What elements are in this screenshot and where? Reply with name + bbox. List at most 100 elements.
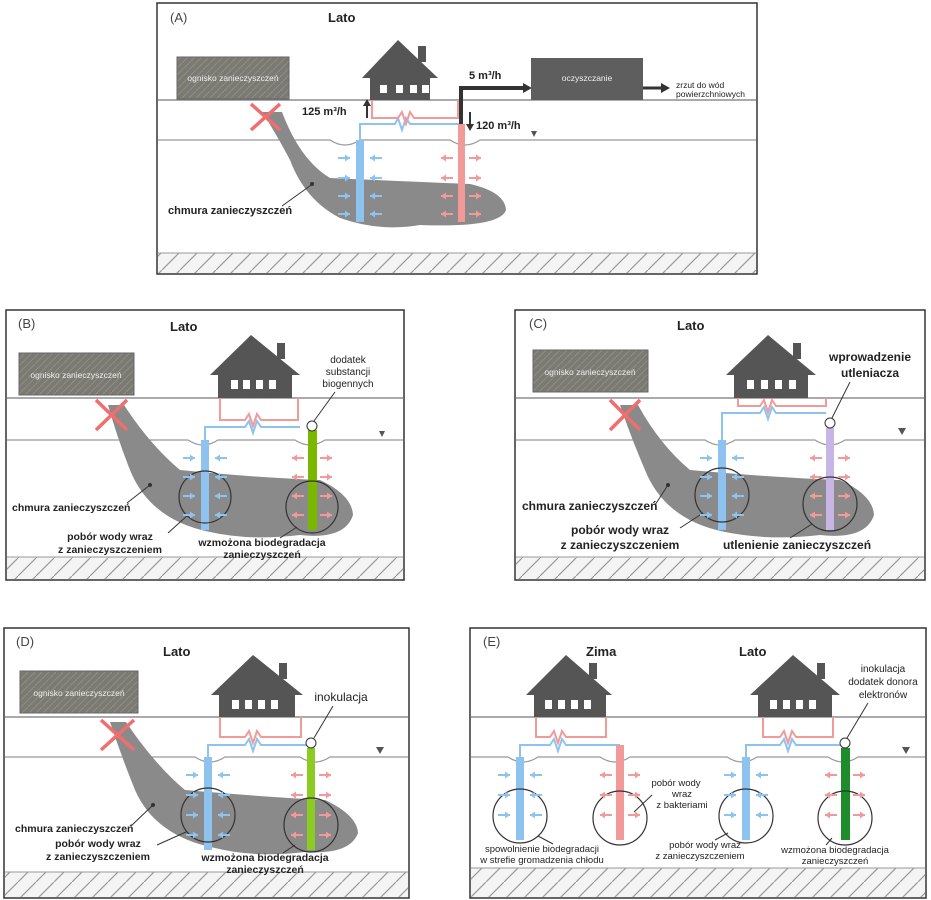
- injection-point: [839, 737, 851, 749]
- flow-arrow-head: [190, 511, 195, 519]
- house-icon: [526, 655, 612, 717]
- effect-line1: wzmożona biodegradacja: [197, 537, 325, 549]
- flow-arrow-head: [756, 791, 761, 799]
- intake-line2: z zanieczyszczeniem: [58, 544, 162, 556]
- flow-arrow-head: [441, 174, 446, 182]
- flow-arrow-head: [190, 473, 195, 481]
- flow-arrow-head: [215, 511, 220, 519]
- flow-arrow-head: [505, 771, 510, 779]
- flow-arrow-head: [370, 174, 375, 182]
- cold-loop-pipe: [359, 115, 462, 220]
- source-label: ognisko zanieczyszczeń: [33, 688, 124, 698]
- intake-line1: pobór wody wraz: [571, 523, 669, 537]
- discharge-arrow-icon: [661, 83, 670, 93]
- return-arrow-icon: [466, 124, 474, 131]
- additive-line1: inokulacja: [861, 664, 906, 675]
- flow-arrow-head: [635, 791, 640, 799]
- season-label: Lato: [328, 10, 356, 25]
- flow-arrow-head: [731, 791, 736, 799]
- flow-arrow-head: [327, 492, 332, 500]
- flow-arrow-head: [291, 831, 296, 839]
- flow-arrow-head: [810, 473, 815, 481]
- flow-arrow-head: [810, 454, 815, 462]
- slow-line1: spowolnienie biodegradacji: [485, 844, 599, 855]
- pollution-source-box: [176, 56, 290, 100]
- additive-line2: substancji: [326, 367, 370, 378]
- flow-arrow-head: [370, 154, 375, 162]
- water-table: [158, 139, 756, 146]
- intake-line2: z zanieczyszczeniem: [561, 538, 680, 552]
- oxidant-well: [826, 428, 834, 530]
- bacteria-line2: wraz: [671, 789, 692, 800]
- intake-line2: z zanieczyszczeniem: [46, 851, 150, 863]
- plume-label: chmura zanieczyszczeń: [168, 205, 292, 217]
- plume-label: chmura zanieczyszczeń: [15, 823, 133, 835]
- panel-id: (B): [18, 316, 35, 331]
- house-icon: [211, 655, 303, 717]
- panel-id: (A): [170, 10, 187, 25]
- flow-arrow-head: [756, 811, 761, 819]
- bacteria-line1: pobór wody: [651, 778, 700, 789]
- flow-arrow-head: [193, 811, 198, 819]
- season-label: Lato: [170, 319, 198, 334]
- panel-id: (C): [529, 316, 547, 331]
- flow-arrow-head: [731, 771, 736, 779]
- flow-arrow-head: [476, 154, 481, 162]
- source-removed-cross-icon: [608, 398, 642, 432]
- nutrient-well: [308, 430, 317, 530]
- panel-a: ognisko zanieczyszczeń oczyszczanie (A) …: [156, 2, 758, 275]
- intake-line1: pobór wody wraz: [55, 838, 141, 850]
- flow-arrow-head: [441, 154, 446, 162]
- cold-well: [516, 757, 524, 840]
- plume-label: chmura zanieczyszczeń: [12, 502, 130, 514]
- flow-arrow-head: [732, 473, 737, 481]
- flow-arrow-head: [825, 771, 830, 779]
- flow-arrow-head: [326, 811, 331, 819]
- additive-line2: dodatek donora: [848, 677, 918, 688]
- source-label: ognisko zanieczyszczeń: [187, 73, 278, 83]
- season-label: Lato: [677, 318, 705, 333]
- flow-arrow-head: [291, 791, 296, 799]
- warm-well: [616, 745, 624, 840]
- flow-arrow-head: [845, 492, 850, 500]
- flow-arrow-head: [441, 192, 446, 200]
- house-icon: [750, 655, 840, 717]
- flow-arrow-head: [327, 473, 332, 481]
- flow-arrow-head: [476, 192, 481, 200]
- pollution-source-box: [532, 349, 649, 393]
- flow-arrow-head: [326, 831, 331, 839]
- additive-line3: biogennych: [322, 379, 373, 390]
- bacteria-line3: z bakteriami: [656, 800, 707, 811]
- effect-line2: zanieczyszczeń: [223, 549, 301, 561]
- season-label: Lato: [163, 644, 191, 659]
- flow-arrow-head: [218, 791, 223, 799]
- flow-arrow-head: [326, 771, 331, 779]
- flow-arrow-head: [327, 454, 332, 462]
- flow-arrow-head: [600, 811, 605, 819]
- flow-arrow-head: [707, 473, 712, 481]
- inoculation-well: [307, 748, 315, 850]
- source-label: ognisko zanieczyszczeń: [30, 370, 121, 380]
- warm-well: [458, 124, 465, 222]
- flow-arrow-head: [193, 831, 198, 839]
- flow-arrow-head: [327, 511, 332, 519]
- flow-arrow-head: [292, 511, 297, 519]
- plume: [110, 722, 358, 855]
- source-label: ognisko zanieczyszczeń: [544, 367, 635, 377]
- flow-arrow-head: [860, 811, 865, 819]
- flow-arrow-head: [845, 473, 850, 481]
- flow-arrow-head: [218, 771, 223, 779]
- cold-well: [718, 440, 726, 530]
- plume: [620, 405, 874, 538]
- flow-treatment-label: 5 m³/h: [469, 70, 502, 82]
- flow-arrow-head: [600, 791, 605, 799]
- flow-intake-label: 125 m³/h: [302, 106, 347, 118]
- effect-line1: wzmożona biodegradacja: [200, 852, 328, 864]
- flow-arrow-head: [810, 511, 815, 519]
- flow-arrow-head: [326, 791, 331, 799]
- flow-arrow-head: [292, 492, 297, 500]
- effect-line2: zanieczyszczeń: [802, 856, 869, 867]
- flow-arrow-head: [215, 454, 220, 462]
- flow-arrow-head: [345, 174, 350, 182]
